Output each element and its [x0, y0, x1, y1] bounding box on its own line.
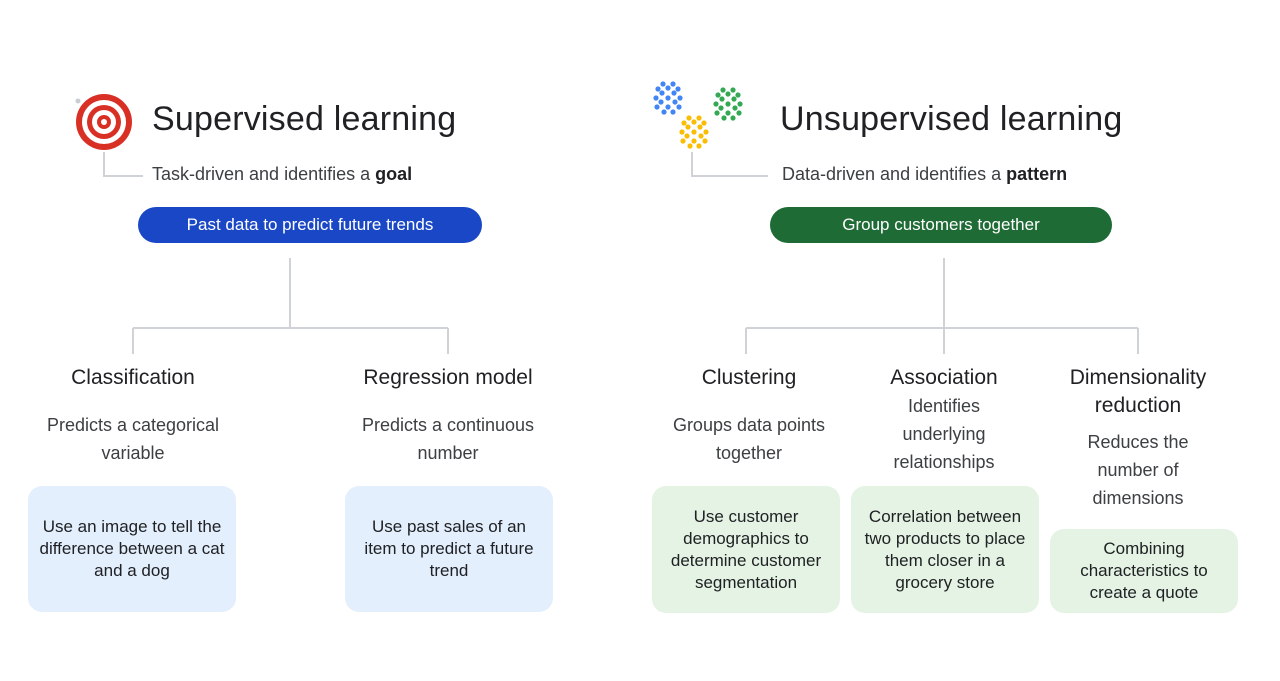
yellow-cluster	[679, 115, 709, 149]
blue-cluster	[653, 81, 683, 115]
supervised-subtitle-keyword: goal	[375, 164, 413, 184]
branch-dimensionality-reduction: Dimensionality reduction Reduces the num…	[1038, 364, 1238, 512]
unsupervised-pill: Group customers together	[770, 207, 1112, 243]
branch-heading: Dimensionality reduction	[1069, 366, 1207, 417]
unsupervised-subtitle-connector	[691, 152, 768, 177]
supervised-subtitle-connector	[103, 152, 143, 177]
branch-description: Reduces the number of dimensions	[1087, 432, 1189, 508]
branch-classification: Classification Predicts a categorical va…	[18, 364, 248, 467]
branch-description: Identifies underlying relationships	[893, 396, 995, 472]
branch-description: Predicts a continuous number	[361, 415, 535, 463]
unsupervised-title: Unsupervised learning	[780, 100, 1123, 138]
example-card-regression: Use past sales of an item to predict a f…	[345, 486, 553, 612]
branch-association: Association Identifies underlying relati…	[849, 364, 1039, 476]
branch-description: Predicts a categorical variable	[46, 415, 220, 463]
branch-heading: Regression model	[363, 366, 533, 389]
example-card-clustering: Use customer demographics to determine c…	[652, 486, 840, 613]
target-icon	[75, 94, 132, 150]
branch-heading: Association	[890, 366, 998, 389]
branch-regression: Regression model Predicts a continuous n…	[333, 364, 563, 467]
green-cluster	[713, 87, 743, 121]
unsupervised-subtitle-text: Data-driven and identifies a	[782, 164, 1007, 184]
example-card-association: Correlation between two products to plac…	[851, 486, 1039, 613]
example-card-dimensionality-reduction: Combining characteristics to create a qu…	[1050, 529, 1238, 613]
supervised-subtitle: Task-driven and identifies a goal	[152, 164, 412, 185]
unsupervised-subtitle: Data-driven and identifies a pattern	[782, 164, 1067, 185]
example-card-classification: Use an image to tell the difference betw…	[28, 486, 236, 612]
supervised-title: Supervised learning	[152, 100, 457, 138]
supervised-pill: Past data to predict future trends	[138, 207, 482, 243]
supervised-subtitle-text: Task-driven and identifies a	[152, 164, 376, 184]
branch-heading: Clustering	[701, 366, 797, 389]
clusters-icon	[653, 81, 743, 149]
branch-heading: Classification	[71, 366, 195, 389]
branch-description: Groups data points together	[672, 415, 826, 463]
unsupervised-subtitle-keyword: pattern	[1006, 164, 1068, 184]
branch-clustering: Clustering Groups data points together	[654, 364, 844, 467]
